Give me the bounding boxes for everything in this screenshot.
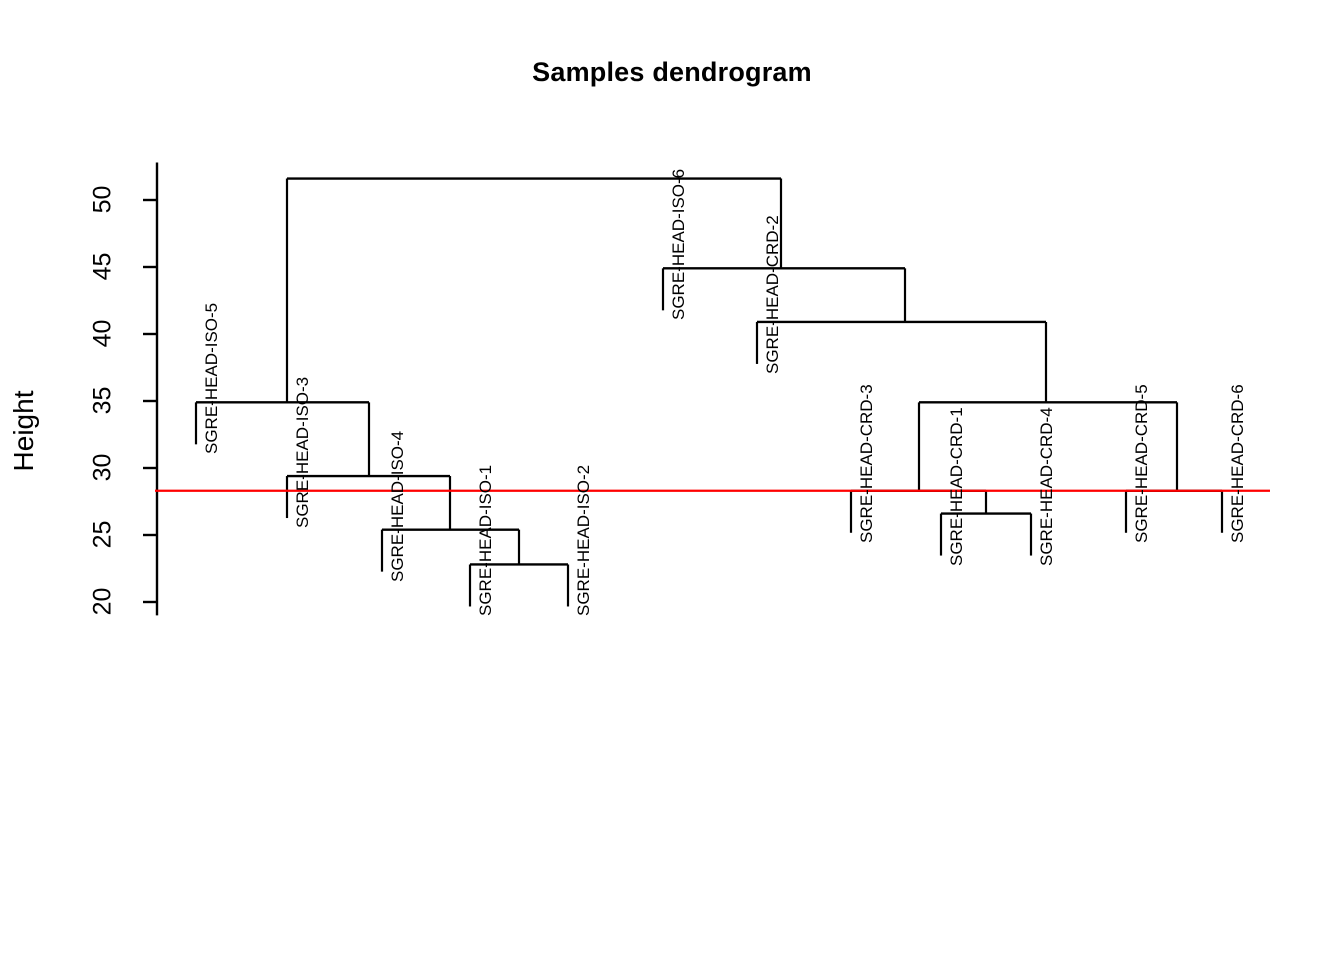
dendrogram-tree — [194, 177, 1224, 607]
leaf-label: SGRE-HEAD-ISO-4 — [388, 430, 407, 582]
y-tick-label: 50 — [88, 185, 117, 214]
leaf-label: SGRE-HEAD-CRD-3 — [857, 384, 876, 543]
page-title: Samples dendrogram — [532, 57, 812, 87]
leaf-label: SGRE-HEAD-CRD-5 — [1132, 384, 1151, 543]
leaf-label: SGRE-HEAD-ISO-1 — [476, 465, 495, 617]
leaf-label: SGRE-HEAD-CRD-6 — [1228, 384, 1247, 543]
leaf-label: SGRE-HEAD-ISO-5 — [202, 303, 221, 455]
y-tick-label: 35 — [88, 386, 117, 415]
leaf-label: SGRE-HEAD-CRD-4 — [1037, 406, 1056, 566]
y-tick-label: 45 — [88, 252, 117, 281]
leaf-label: SGRE-HEAD-CRD-1 — [947, 406, 966, 566]
y-tick-label: 25 — [88, 520, 117, 549]
leaf-label: SGRE-HEAD-ISO-2 — [574, 465, 593, 617]
y-tick-label: 30 — [88, 453, 117, 482]
leaf-label: SGRE-HEAD-ISO-6 — [669, 169, 688, 321]
height-axis — [143, 162, 159, 616]
y-tick-label: 20 — [88, 587, 117, 616]
leaf-label: SGRE-HEAD-ISO-3 — [293, 376, 312, 529]
y-tick-label: 40 — [88, 319, 117, 348]
y-axis-label: Height — [8, 390, 39, 472]
leaf-label: SGRE-HEAD-CRD-2 — [763, 215, 782, 374]
